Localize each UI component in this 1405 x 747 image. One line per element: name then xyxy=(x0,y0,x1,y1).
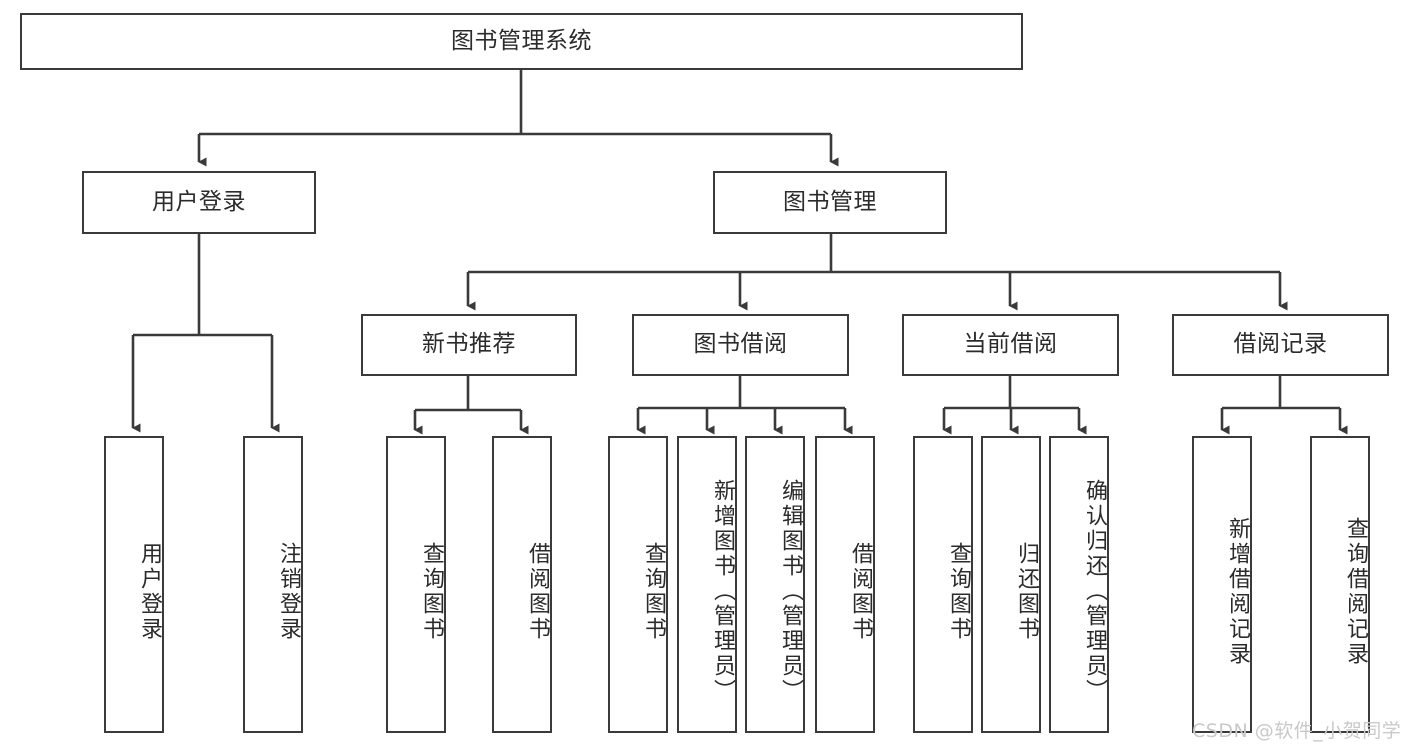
leaf-borrow-book[interactable]: 借阅图书 xyxy=(815,436,875,733)
leaf-confirm-return-admin[interactable]: 确认归还（管理员） xyxy=(1049,436,1109,733)
node-label: 查询图书 xyxy=(641,541,666,642)
node-label: 注销登录 xyxy=(276,541,301,642)
leaf-borrow-book-recommend[interactable]: 借阅图书 xyxy=(492,436,552,733)
leaf-user-logout[interactable]: 注销登录 xyxy=(243,436,303,733)
node-book-management[interactable]: 图书管理 xyxy=(713,171,947,234)
leaf-query-book-borrow[interactable]: 查询图书 xyxy=(608,436,668,733)
node-label: 查询图书 xyxy=(419,541,444,642)
node-label: 用户登录 xyxy=(152,188,246,215)
node-label: 归还图书 xyxy=(1014,541,1039,642)
node-label: 确认归还（管理员） xyxy=(1082,479,1107,704)
node-current-borrow[interactable]: 当前借阅 xyxy=(902,314,1119,376)
node-borrow-record[interactable]: 借阅记录 xyxy=(1172,314,1389,376)
node-book-borrow[interactable]: 图书借阅 xyxy=(632,314,849,376)
node-label: 查询图书 xyxy=(946,541,971,642)
leaf-return-book[interactable]: 归还图书 xyxy=(981,436,1041,733)
node-label: 新书推荐 xyxy=(422,331,516,358)
node-label: 新增图书（管理员） xyxy=(710,479,735,704)
node-label: 图书管理系统 xyxy=(451,27,592,54)
node-label: 借阅图书 xyxy=(525,541,550,642)
node-label: 借阅记录 xyxy=(1233,331,1328,358)
leaf-add-book-admin[interactable]: 新增图书（管理员） xyxy=(677,436,737,733)
node-label: 借阅图书 xyxy=(848,541,873,642)
node-label: 图书管理 xyxy=(783,188,877,215)
node-label: 查询借阅记录 xyxy=(1343,516,1368,667)
node-label: 新增借阅记录 xyxy=(1225,516,1250,667)
leaf-query-borrow-record[interactable]: 查询借阅记录 xyxy=(1310,436,1370,733)
node-label: 图书借阅 xyxy=(693,331,788,358)
leaf-query-book-current[interactable]: 查询图书 xyxy=(913,436,973,733)
leaf-query-book-recommend[interactable]: 查询图书 xyxy=(386,436,446,733)
node-label: 当前借阅 xyxy=(963,331,1058,358)
csdn-watermark: CSDN @软件_小贺同学 xyxy=(1192,720,1402,742)
leaf-edit-book-admin[interactable]: 编辑图书（管理员） xyxy=(745,436,805,733)
node-label: 用户登录 xyxy=(137,541,162,642)
node-new-book-recommend[interactable]: 新书推荐 xyxy=(361,314,577,376)
leaf-add-borrow-record[interactable]: 新增借阅记录 xyxy=(1192,436,1252,733)
node-label: 编辑图书（管理员） xyxy=(778,479,803,704)
node-book-management-system[interactable]: 图书管理系统 xyxy=(20,13,1023,70)
node-user-login[interactable]: 用户登录 xyxy=(82,171,316,234)
leaf-user-login[interactable]: 用户登录 xyxy=(104,436,164,733)
